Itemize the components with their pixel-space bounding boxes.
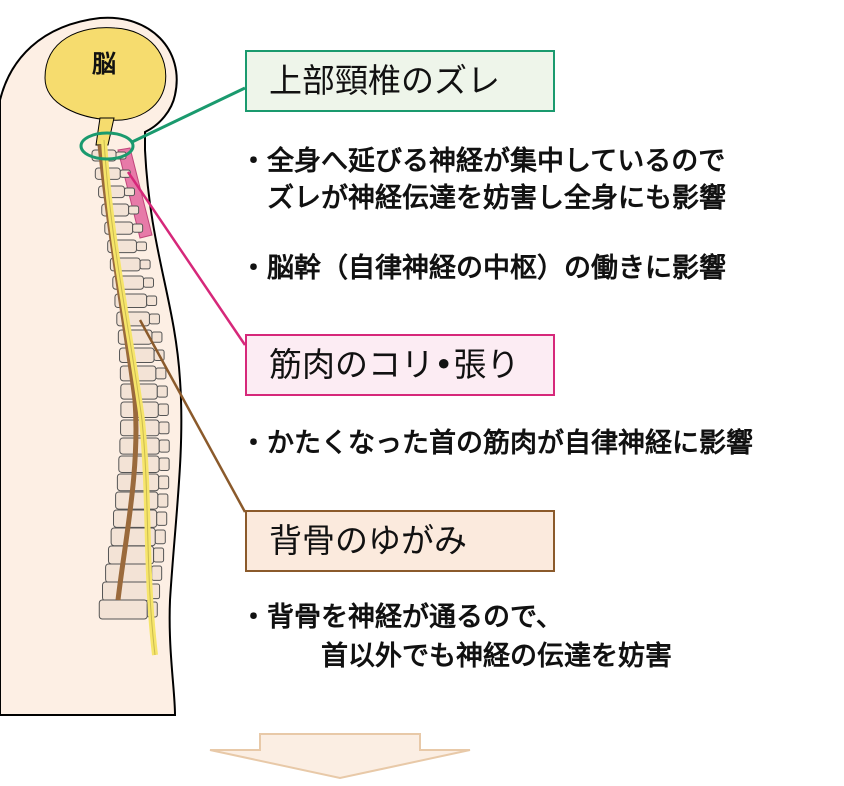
vertebra-process (123, 187, 135, 197)
vertebra-process (158, 475, 170, 490)
vertebra-process (158, 439, 170, 453)
vertebra-process (153, 547, 165, 563)
spinal-nerve (101, 139, 158, 656)
vertebra-process (157, 493, 169, 508)
vertebra-process (158, 457, 170, 471)
vertebra-process (156, 511, 168, 526)
connector-muscle (126, 171, 247, 346)
bullet-cervical-1: ・全身へ延びる神経が集中しているので ズレが神経伝達を妨害し全身にも影響 (240, 148, 726, 212)
vertebra (115, 491, 159, 510)
bullet-line: ・背骨を神経が通るので、 (240, 602, 563, 633)
vertebra-process (146, 295, 158, 307)
bullet-spine-1: ・背骨を神経が通るので、 首以外でも神経の伝達を妨害 (240, 604, 672, 670)
bullet-cervical-2: ・脳幹（自律神経の中枢）の働きに影響 (240, 255, 726, 282)
brain-stem (95, 117, 115, 146)
vertebra (102, 581, 151, 602)
cervical-highlight (79, 131, 135, 161)
section-title-muscle: 筋肉のコリ•張り (245, 334, 555, 396)
section-title-text: 筋肉のコリ•張り (269, 345, 520, 384)
vertebra-process (139, 259, 151, 270)
brain-shape (44, 27, 167, 121)
vertebra-process (132, 223, 144, 233)
vertebra (105, 563, 153, 583)
section-title-spine: 背骨のゆがみ (245, 510, 555, 572)
bullet-muscle-1: ・かたくなった首の筋肉が自律神経に影響 (240, 430, 753, 457)
vertebra-process (151, 331, 163, 343)
vertebra-process (135, 241, 147, 252)
bullet-line: ・かたくなった首の筋肉が自律神経に影響 (240, 428, 753, 459)
vertebra-process (151, 565, 163, 581)
vertebra-process (156, 385, 168, 398)
vertebra (118, 455, 160, 473)
vertebra (119, 437, 160, 455)
vertebra-process (157, 403, 169, 416)
vertebra-process (155, 367, 167, 380)
vertebra (119, 347, 155, 364)
section-title-text: 背骨のゆがみ (269, 521, 467, 560)
vertebra-process (128, 205, 140, 215)
brain-label: 脳 (92, 50, 116, 78)
bullet-line: ・脳幹（自律神経の中枢）の働きに影響 (240, 253, 726, 284)
vertebra (116, 473, 160, 492)
bullet-line: 首以外でも神経の伝達を妨害 (240, 641, 672, 672)
spinal-nerve-outline (103, 139, 156, 656)
connector-cervical (131, 86, 246, 144)
down-arrow (209, 733, 471, 780)
connector-spine (138, 319, 247, 513)
section-title-cervical: 上部頸椎のズレ (245, 50, 555, 112)
vertebra (98, 599, 148, 620)
section-title-text: 上部頸椎のズレ (269, 61, 500, 100)
bullet-line: ・全身へ延びる神経が集中しているので (240, 146, 726, 177)
vertebra-process (148, 313, 160, 325)
vertebra-process (143, 277, 155, 288)
bullet-line: ズレが神経伝達を妨害し全身にも影響 (240, 183, 726, 214)
vertebra-process (154, 529, 166, 545)
vertebra-process (158, 421, 170, 435)
